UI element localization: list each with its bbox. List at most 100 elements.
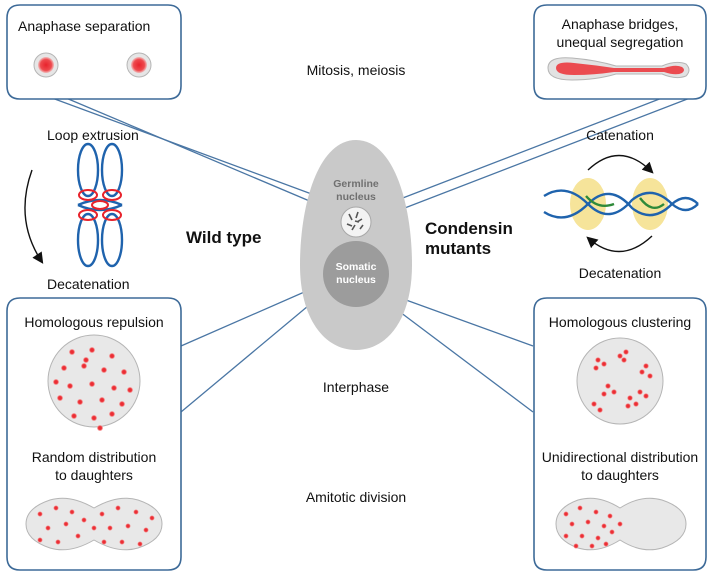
red-focus: [89, 347, 95, 353]
red-focus: [99, 511, 105, 517]
anaphase-bridges-label-2: unequal segregation: [557, 34, 684, 50]
condensin-label-1: Condensin: [425, 219, 513, 238]
red-focus: [607, 513, 613, 519]
red-focus: [119, 401, 125, 407]
red-focus: [53, 505, 59, 511]
connector-lines: [51, 97, 691, 413]
red-focus: [637, 389, 643, 395]
homologous-repulsion-label: Homologous repulsion: [24, 314, 163, 330]
repulsion-nucleus: [47, 334, 141, 428]
red-focus: [639, 369, 645, 375]
red-focus: [143, 527, 149, 533]
red-focus: [137, 541, 143, 547]
red-focus: [55, 539, 61, 545]
wild-type-interphase-panel: Homologous repulsion Random distribution…: [6, 297, 182, 571]
red-focus: [37, 537, 43, 543]
somatic-label-1: Somatic: [336, 261, 377, 273]
somatic-nucleus: [323, 241, 389, 307]
red-focus: [125, 523, 131, 529]
decatenation-right-label: Decatenation: [579, 265, 662, 281]
repulsion-foci: [53, 347, 133, 431]
red-focus: [97, 425, 103, 431]
red-focus: [585, 519, 591, 525]
red-focus: [75, 533, 81, 539]
red-focus: [67, 383, 73, 389]
red-focus: [83, 357, 89, 363]
red-focus: [623, 349, 629, 355]
red-focus: [81, 363, 87, 369]
red-focus: [127, 387, 133, 393]
red-focus: [593, 365, 599, 371]
red-focus: [133, 509, 139, 515]
amitotic-division-label: Amitotic division: [306, 489, 406, 505]
red-focus: [643, 363, 649, 369]
red-focus: [597, 407, 603, 413]
red-focus: [115, 505, 121, 511]
germline-chromosomes: [346, 211, 364, 231]
catenation-label: Catenation: [586, 127, 654, 143]
red-focus: [605, 383, 611, 389]
red-focus: [57, 395, 63, 401]
red-focus: [621, 357, 627, 363]
chromatin-left: [38, 57, 54, 73]
chromatin-right: [131, 57, 147, 73]
red-focus: [593, 509, 599, 515]
red-focus: [601, 361, 607, 367]
red-focus: [121, 369, 127, 375]
red-focus: [69, 509, 75, 515]
red-focus: [563, 533, 569, 539]
red-focus: [603, 541, 609, 547]
red-focus: [611, 389, 617, 395]
unidirectional-label-2: to daughters: [581, 467, 659, 483]
red-focus: [119, 539, 125, 545]
clustering-nucleus: [576, 337, 664, 425]
red-focus: [45, 525, 51, 531]
decatenation-arrow: [586, 235, 653, 253]
red-focus: [37, 511, 43, 517]
catenation-arrow: [587, 154, 654, 174]
red-focus: [563, 511, 569, 517]
mitosis-meiosis-label: Mitosis, meiosis: [307, 62, 406, 78]
condensin-label-2: mutants: [425, 239, 491, 258]
red-focus: [573, 543, 579, 549]
red-focus: [595, 535, 601, 541]
red-focus: [595, 357, 601, 363]
anaphase-bridges-panel: Anaphase bridges, unequal segregation: [533, 4, 707, 100]
highlight-right: [632, 178, 668, 230]
anaphase-separation-panel: Anaphase separation: [6, 4, 182, 100]
red-focus: [647, 373, 653, 379]
red-focus: [643, 393, 649, 399]
germline-label-1: Germline: [333, 178, 379, 190]
mutant-interphase-panel: Homologous clustering Unidirectional dis…: [533, 297, 707, 571]
red-focus: [107, 525, 113, 531]
unidirectional-foci: [563, 505, 623, 549]
loop-extrusion-arrow: [24, 169, 44, 264]
decatenation-left-label: Decatenation: [47, 276, 130, 292]
wild-type-label: Wild type: [186, 228, 261, 247]
red-focus: [77, 399, 83, 405]
red-focus: [101, 539, 107, 545]
red-focus: [91, 415, 97, 421]
red-focus: [109, 411, 115, 417]
red-focus: [601, 391, 607, 397]
red-focus: [627, 395, 633, 401]
red-focus: [89, 381, 95, 387]
red-focus: [577, 505, 583, 511]
red-focus: [71, 413, 77, 419]
red-focus: [591, 401, 597, 407]
random-distribution-label-1: Random distribution: [32, 449, 157, 465]
red-focus: [601, 523, 607, 529]
dividing-nucleus-random: [25, 497, 163, 551]
random-foci: [37, 505, 155, 547]
clustered-foci: [591, 349, 653, 413]
anaphase-separation-label: Anaphase separation: [18, 18, 150, 34]
red-focus: [91, 525, 97, 531]
loop-extrusion-group: Loop extrusion Decatenation: [24, 127, 139, 292]
random-distribution-label-2: to daughters: [55, 467, 133, 483]
red-focus: [617, 521, 623, 527]
red-focus: [589, 543, 595, 549]
homologous-clustering-label: Homologous clustering: [549, 314, 691, 330]
catenation-group: Catenation Decatenation: [543, 127, 699, 281]
loop-extrusion-label: Loop extrusion: [47, 127, 139, 143]
